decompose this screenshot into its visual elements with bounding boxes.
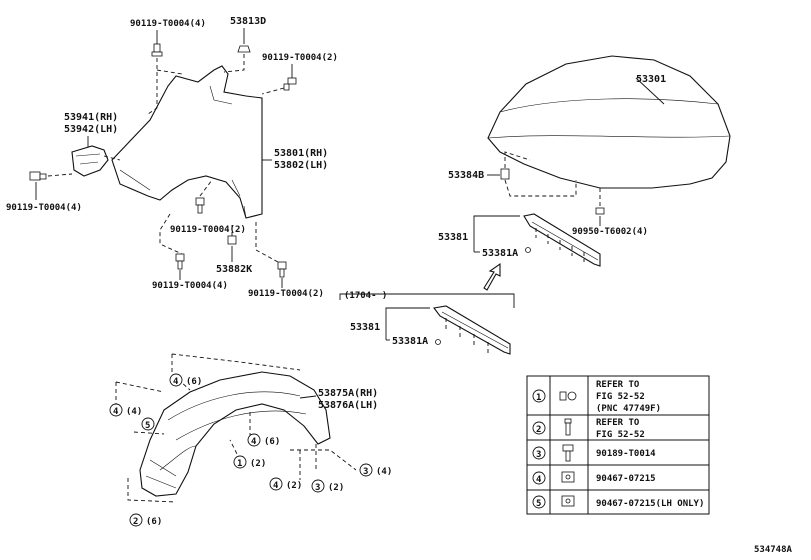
hood-group: 53301 53384B 90950-T6002(4) 53381 53381A (438, 55, 731, 291)
fender-rh-label: 53801(RH) (274, 148, 328, 159)
callout-2-qty: (6) (146, 517, 162, 527)
protector-icon (227, 235, 237, 245)
legend-table: 1 REFER TO FIG 52-52 (PNC 47749F) 2 REFE… (526, 375, 710, 515)
callout-4-icon (109, 403, 123, 417)
callout-4d-qty: (2) (286, 481, 302, 491)
callout-2-num: 2 (133, 517, 138, 527)
callout-4-icon (247, 433, 261, 447)
seal-upper (523, 213, 601, 267)
liner-panel (139, 371, 331, 497)
bolt-icon (29, 171, 41, 181)
liner-group: 53875A(RH) 53876A(LH) 4 (6) 4 (4) 5 4 (6… (109, 353, 392, 527)
cushion-label: 53384B (448, 170, 484, 181)
legend-row-1-line3: (PNC 47749F) (596, 404, 661, 414)
seal-lower (433, 305, 511, 355)
callout-4-num: 4 (113, 407, 119, 417)
callout-1-icon (233, 455, 247, 469)
bracket-lh-label: 53942(LH) (64, 124, 118, 135)
bolt-left-label: 90119-T0004(4) (6, 203, 82, 213)
bolt-icon (175, 253, 185, 262)
seal-lower-label: 53381 (350, 322, 380, 333)
cushion-icon (500, 168, 510, 180)
legend-row-3-line1: 90189-T0014 (596, 449, 656, 459)
bracket-part (71, 145, 109, 177)
bolt-top-left-label: 90119-T0004(4) (130, 19, 206, 29)
seal-lower-clip-label: 53381A (392, 336, 428, 347)
bolt-icon (195, 197, 205, 206)
retainer-icon (237, 45, 251, 53)
callout-4a-qty: (6) (186, 377, 202, 387)
callout-4-num: 4 (251, 437, 257, 447)
legend-row-4-num: 4 (536, 475, 542, 485)
legend-row-1-line1: REFER TO (596, 380, 640, 390)
hood-label: 53301 (636, 74, 666, 85)
clip-label: 90950-T6002(4) (572, 227, 648, 237)
bolt-icon (277, 261, 287, 270)
legend-row-2-line2: FIG 52-52 (596, 430, 645, 440)
callout-5-icon (141, 417, 155, 431)
bolt-top-right-label: 90119-T0004(2) (262, 53, 338, 63)
callout-3-num: 3 (363, 467, 368, 477)
callout-3-icon (359, 463, 373, 477)
direction-arrow (483, 262, 501, 291)
callout-1-num: 1 (237, 459, 242, 469)
fender-group: 53801(RH) 53802(LH) 90119-T0004(4) 53813… (6, 16, 338, 299)
screw-icon (564, 418, 572, 424)
callout-4-num: 4 (273, 481, 279, 491)
callout-4c-qty: (6) (264, 437, 280, 447)
bolt-bottom-right-label: 90119-T0004(2) (248, 289, 324, 299)
legend-row-2-num: 2 (536, 425, 541, 435)
bolt-icon (287, 77, 297, 85)
illustration-id: 534748A (754, 545, 793, 555)
legend-row-5-line1: 90467-07215(LH ONLY) (596, 499, 704, 509)
liner-rh-label: 53875A(RH) (318, 388, 378, 399)
fender-lh-label: 53802(LH) (274, 160, 328, 171)
seal-upper-label: 53381 (438, 232, 468, 243)
legend-row-3-num: 3 (536, 450, 541, 460)
callout-5-num: 5 (145, 421, 150, 431)
callout-3-num: 3 (315, 483, 320, 493)
hood-panel (487, 55, 731, 189)
callout-3b-qty: (2) (328, 483, 344, 493)
callout-4-icon (269, 477, 283, 491)
legend-row-1-line2: FIG 52-52 (596, 392, 645, 402)
seal-upper-clip-label: 53381A (482, 248, 518, 259)
protector-label: 53882K (216, 264, 252, 275)
bolt-arch-label: 90119-T0004(2) (170, 225, 246, 235)
callout-4b-qty: (4) (126, 407, 142, 417)
retainer-label: 53813D (230, 16, 266, 27)
bolt-icon (559, 391, 567, 401)
callout-3-icon (311, 479, 325, 493)
seal-clip-icon (435, 339, 441, 345)
bolt-bottom-left-label: 90119-T0004(4) (152, 281, 228, 291)
legend-row-4-line1: 90467-07215 (596, 474, 656, 484)
variant-note: (1704- ) (344, 291, 387, 301)
legend-row-1-num: 1 (536, 393, 541, 403)
liner-lh-label: 53876A(LH) (318, 400, 378, 411)
clip-icon (595, 207, 605, 215)
legend-row-5-num: 5 (536, 499, 541, 509)
variant-box: (1704- ) 53381 53381A (339, 291, 515, 355)
callout-2-icon (129, 513, 143, 527)
callout-4-icon (169, 373, 183, 387)
legend-row-2-line1: REFER TO (596, 418, 640, 428)
callout-3a-qty: (4) (376, 467, 392, 477)
callout-1-qty: (2) (250, 459, 266, 469)
fender-panel (111, 65, 263, 219)
callout-4-num: 4 (173, 377, 179, 387)
bracket-rh-label: 53941(RH) (64, 112, 118, 123)
seal-clip-icon (525, 247, 531, 253)
bolt-icon (153, 43, 161, 53)
bolt-icon (562, 444, 574, 452)
